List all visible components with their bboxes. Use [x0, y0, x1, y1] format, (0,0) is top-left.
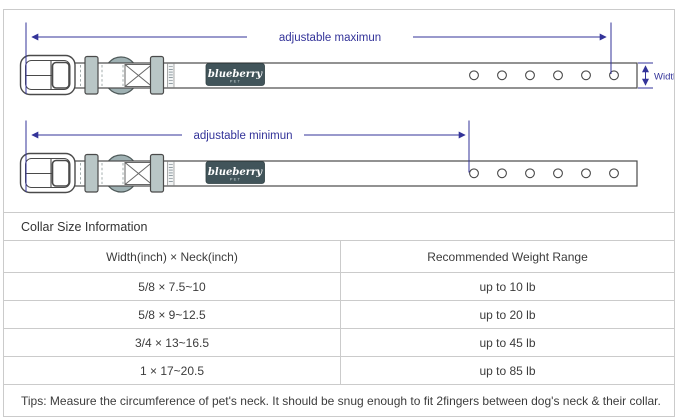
weight-cell: up to 20 lb: [479, 307, 536, 322]
max-dimension: [25, 22, 612, 94]
width-label: Width: [654, 72, 674, 83]
column-header-weight: Recommended Weight Range: [427, 249, 588, 264]
table-tips: Tips: Measure the circumference of pet's…: [4, 384, 674, 416]
size-cell: 1 × 17~20.5: [4, 357, 341, 384]
table-header-row: Width(inch) × Neck(inch) Recommended Wei…: [4, 240, 674, 272]
table-row: 3/4 × 13~16.5 up to 45 lb: [4, 328, 674, 356]
tips-text: Tips: Measure the circumference of pet's…: [21, 393, 661, 408]
weight-cell: up to 10 lb: [479, 279, 536, 294]
size-cell: 3/4 × 13~16.5: [4, 329, 341, 356]
min-dimension: [25, 120, 470, 192]
weight-cell: up to 85 lb: [479, 363, 536, 378]
size-cell: 5/8 × 9~12.5: [4, 301, 341, 328]
adjustable-max-label: adjustable maximun: [279, 32, 381, 44]
width-dimension: [638, 62, 653, 89]
table-title: Collar Size Information: [4, 213, 674, 240]
adjustable-min-label: adjustable minimun: [193, 130, 292, 142]
collar-diagram-panel: blueberry PET: [3, 9, 675, 212]
table-row: 5/8 × 9~12.5 up to 20 lb: [4, 300, 674, 328]
collar-size-table: Collar Size Information Width(inch) × Ne…: [3, 212, 675, 417]
column-header-size: Width(inch) × Neck(inch): [4, 241, 341, 272]
collar-diagram-bottom: adjustable minimun: [19, 120, 638, 194]
size-cell: 5/8 × 7.5~10: [4, 273, 341, 300]
table-row: 1 × 17~20.5 up to 85 lb: [4, 356, 674, 384]
table-row: 5/8 × 7.5~10 up to 10 lb: [4, 272, 674, 300]
collar-diagram-top: adjustable maximun Width: [19, 22, 674, 96]
table-title-text: Collar Size Information: [21, 219, 148, 234]
weight-cell: up to 45 lb: [479, 335, 536, 350]
